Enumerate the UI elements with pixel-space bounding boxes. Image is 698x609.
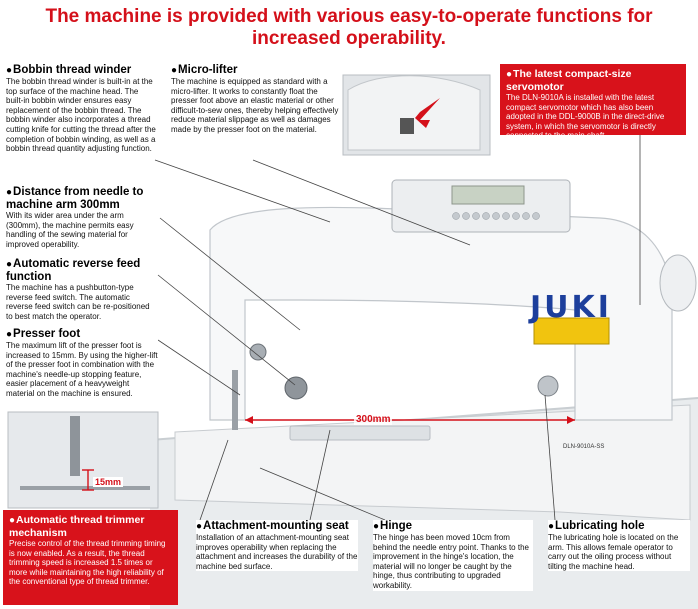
bobbin-winder-text: The bobbin thread winder is built-in at …	[6, 77, 156, 154]
bullet-icon: ●	[506, 69, 513, 80]
hinge-title: ●Hinge	[373, 520, 412, 532]
trimmer-title: ●Automatic thread trimmer mechanism	[9, 514, 145, 539]
bullet-icon: ●	[6, 187, 13, 198]
presser-foot-callout: ●Presser foot The maximum lift of the pr…	[6, 328, 158, 399]
page-headline: The machine is provided with various eas…	[45, 6, 653, 49]
arrow-indicator	[415, 98, 440, 128]
hinge-callout: ●Hinge The hinge has been moved 10cm fro…	[373, 520, 533, 591]
lubricating-callout: ●Lubricating hole The lubricating hole i…	[548, 520, 690, 572]
model-plate: DLN-9010A-SS	[563, 444, 605, 450]
presser-foot-text: The maximum lift of the presser foot is …	[6, 341, 158, 398]
distance-text: With its wider area under the arm (300mm…	[6, 211, 134, 249]
bullet-icon: ●	[9, 515, 16, 526]
lubricating-text: The lubricating hole is located on the a…	[548, 533, 679, 571]
brand-logo: JUKI	[530, 290, 612, 325]
reverse-feed-callout: ●Automatic reverse feed function The mac…	[6, 258, 156, 322]
bobbin-winder-title: ●Bobbin thread winder	[6, 64, 132, 76]
hand-wheel	[659, 254, 697, 312]
micro-lifter-text: The machine is equipped as standard with…	[171, 77, 339, 134]
bullet-icon: ●	[548, 521, 555, 532]
needle-bar	[232, 370, 238, 430]
warning-label	[533, 317, 610, 345]
distance-label: 300mm	[354, 414, 393, 425]
servomotor-text: The DLN-9010A is installed with the late…	[506, 93, 665, 141]
presser-foot-inset	[7, 411, 159, 509]
panel-display	[451, 185, 525, 205]
lubricating-title: ●Lubricating hole	[548, 520, 645, 532]
hinge-text: The hinge has been moved 10cm from behin…	[373, 533, 529, 590]
micro-lifter-callout: ●Micro-lifter The machine is equipped as…	[171, 64, 340, 135]
servomotor-callout: ●The latest compact-size servomotor The …	[500, 64, 686, 140]
bullet-icon: ●	[6, 259, 13, 270]
distance-title: ●Distance from needle to machine arm 300…	[6, 186, 144, 211]
attachment-callout: ●Attachment-mounting seat Installation o…	[196, 520, 358, 572]
attachment-seat	[289, 425, 431, 441]
trimmer-text: Precise control of the thread trimming t…	[9, 539, 166, 587]
bullet-icon: ●	[373, 521, 380, 532]
lift-label: 15mm	[93, 477, 124, 487]
reverse-feed-text: The machine has a pushbutton-type revers…	[6, 283, 150, 321]
attachment-title: ●Attachment-mounting seat	[196, 520, 349, 532]
reverse-feed-title: ●Automatic reverse feed function	[6, 258, 141, 283]
lubricating-knob	[537, 375, 559, 397]
reverse-feed-switch	[284, 376, 308, 400]
bullet-icon: ●	[6, 329, 13, 340]
trimmer-callout: ●Automatic thread trimmer mechanism Prec…	[3, 510, 178, 605]
distance-callout: ●Distance from needle to machine arm 300…	[6, 186, 158, 250]
bullet-icon: ●	[196, 521, 203, 532]
presser-foot-title: ●Presser foot	[6, 328, 81, 340]
bobbin-winder-callout: ●Bobbin thread winder The bobbin thread …	[6, 64, 156, 154]
bullet-icon: ●	[171, 65, 178, 76]
micro-lifter-title: ●Micro-lifter	[171, 64, 238, 76]
attachment-text: Installation of an attachment-mounting s…	[196, 533, 358, 571]
servomotor-title: ●The latest compact-size servomotor	[506, 68, 632, 93]
bullet-icon: ●	[6, 65, 13, 76]
